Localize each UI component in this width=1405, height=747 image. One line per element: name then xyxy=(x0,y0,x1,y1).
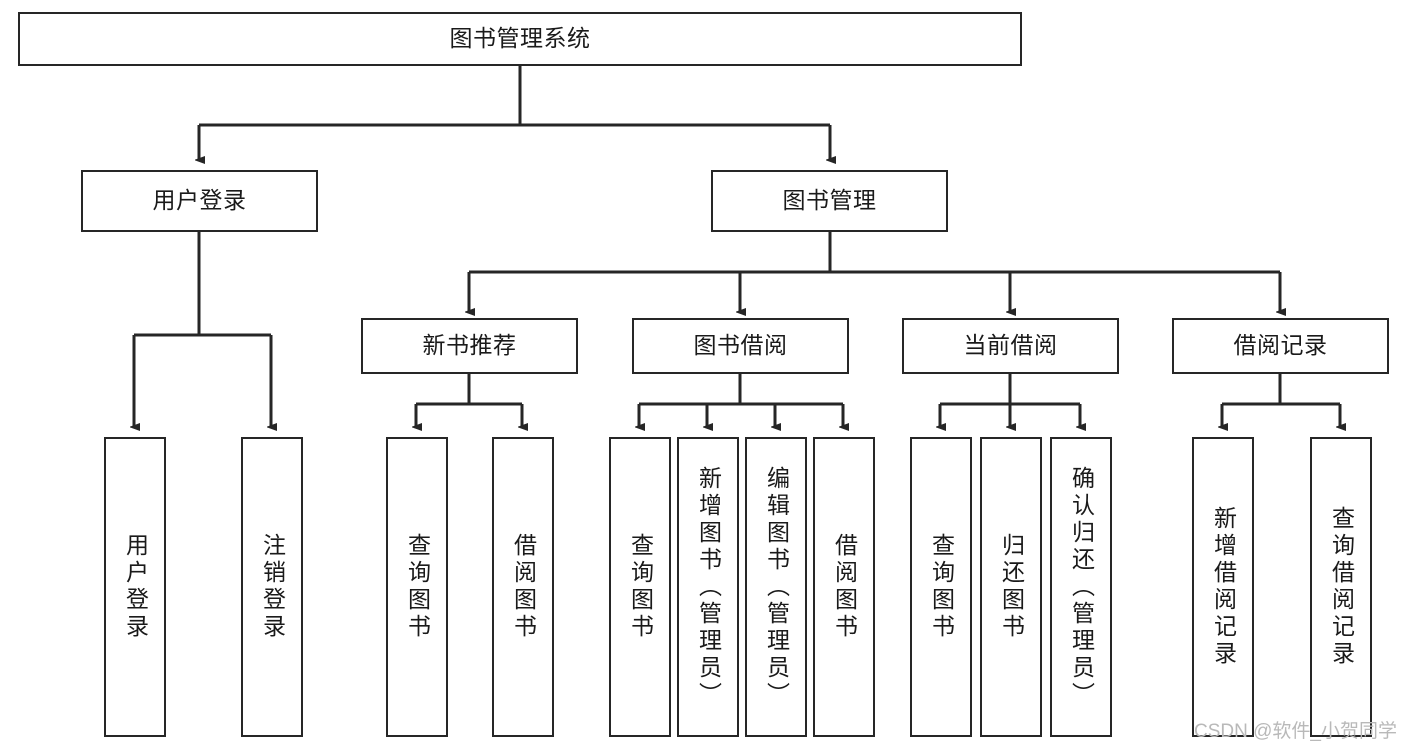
node-root-book-management-system[interactable]: 图书管理系统 xyxy=(18,12,1022,66)
node-user-login[interactable]: 用户登录 xyxy=(81,170,318,232)
node-label: 图书管理 xyxy=(782,187,877,214)
leaf-book-borrow-query[interactable]: 查询图书 xyxy=(609,437,671,737)
leaf-borrow-record-add[interactable]: 新增借阅记录 xyxy=(1192,437,1254,737)
leaf-current-borrow-confirm-return[interactable]: 确认归还（管理员） xyxy=(1050,437,1112,737)
node-label: 编辑图书（管理员） xyxy=(763,465,790,709)
leaf-current-borrow-return[interactable]: 归还图书 xyxy=(980,437,1042,737)
leaf-user-login-logout[interactable]: 注销登录 xyxy=(241,437,303,737)
node-book-management[interactable]: 图书管理 xyxy=(711,170,948,232)
node-label: 用户登录 xyxy=(152,187,247,214)
node-label: 查询图书 xyxy=(928,533,955,641)
node-label: 查询图书 xyxy=(627,533,654,641)
node-new-book-recommend[interactable]: 新书推荐 xyxy=(361,318,578,374)
node-label: 查询借阅记录 xyxy=(1328,506,1355,668)
node-label: 用户登录 xyxy=(122,533,149,641)
leaf-book-borrow-add[interactable]: 新增图书（管理员） xyxy=(677,437,739,737)
leaf-book-borrow-borrow[interactable]: 借阅图书 xyxy=(813,437,875,737)
node-label: 注销登录 xyxy=(259,533,286,641)
leaf-user-login-login[interactable]: 用户登录 xyxy=(104,437,166,737)
node-label: 新书推荐 xyxy=(422,332,517,359)
node-label: 确认归还（管理员） xyxy=(1068,465,1095,709)
node-label: 图书管理系统 xyxy=(449,25,591,52)
node-label: 借阅图书 xyxy=(510,533,537,641)
node-label: 归还图书 xyxy=(998,533,1025,641)
leaf-current-borrow-query[interactable]: 查询图书 xyxy=(910,437,972,737)
node-label: 借阅记录 xyxy=(1233,332,1328,359)
node-label: 查询图书 xyxy=(404,533,431,641)
node-current-borrow[interactable]: 当前借阅 xyxy=(902,318,1119,374)
node-label: 图书借阅 xyxy=(693,332,788,359)
leaf-new-book-borrow[interactable]: 借阅图书 xyxy=(492,437,554,737)
node-label: 当前借阅 xyxy=(963,332,1058,359)
leaf-book-borrow-edit[interactable]: 编辑图书（管理员） xyxy=(745,437,807,737)
node-borrow-record[interactable]: 借阅记录 xyxy=(1172,318,1389,374)
leaf-borrow-record-query[interactable]: 查询借阅记录 xyxy=(1310,437,1372,737)
node-label: 新增借阅记录 xyxy=(1210,506,1237,668)
node-book-borrow[interactable]: 图书借阅 xyxy=(632,318,849,374)
node-label: 借阅图书 xyxy=(831,533,858,641)
node-label: 新增图书（管理员） xyxy=(695,465,722,709)
leaf-new-book-query[interactable]: 查询图书 xyxy=(386,437,448,737)
